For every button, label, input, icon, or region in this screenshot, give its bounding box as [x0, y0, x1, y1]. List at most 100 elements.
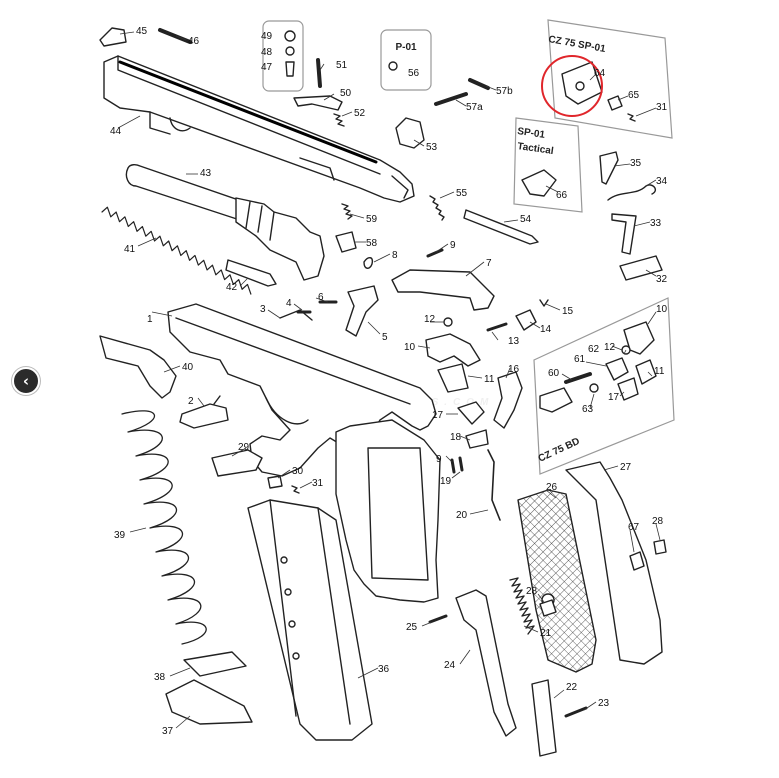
callout-17b: 17	[608, 392, 620, 403]
callout-32: 32	[656, 274, 668, 285]
part-36-magazine-shape	[247, 499, 373, 741]
callout-62: 62	[588, 344, 600, 355]
part-23-shape	[564, 706, 588, 718]
callout-59: 59	[366, 214, 378, 225]
part-11a-shape	[437, 363, 469, 393]
callout-63: 63	[582, 404, 594, 415]
callout-3: 3	[260, 304, 266, 315]
part-17a-shape	[457, 401, 485, 425]
callout-52: 52	[354, 108, 366, 119]
highlight-circle-part-64	[541, 55, 603, 117]
part-20-shape	[487, 449, 501, 521]
callout-2: 2	[188, 396, 194, 407]
part-43-barrel-shape	[125, 163, 325, 281]
callout-46: 46	[188, 36, 200, 47]
box-47-49	[262, 20, 304, 92]
callout-13: 13	[508, 336, 520, 347]
callout-19: 19	[440, 476, 452, 487]
part-3-shape	[279, 309, 313, 321]
callout-1: 1	[147, 314, 153, 325]
callout-30: 30	[292, 466, 304, 477]
box-cz75-bd: CZ 75 BD	[533, 297, 675, 475]
box-cz75-sp01-title: CZ 75 SP-01	[547, 34, 606, 55]
callout-28b: 28	[526, 586, 538, 597]
part-52-shape	[333, 113, 345, 127]
part-11b-shape	[635, 359, 657, 385]
part-49-shape	[284, 30, 296, 42]
part-59-shape	[341, 203, 353, 220]
part-2-pin-shape	[213, 395, 221, 405]
callout-25: 25	[406, 622, 418, 633]
part-24-shape	[455, 589, 517, 737]
callout-43: 43	[200, 168, 212, 179]
callout-11a: 11	[484, 374, 495, 385]
callout-55: 55	[456, 188, 468, 199]
callout-40: 40	[182, 362, 194, 373]
previous-image-button[interactable]: ‹	[12, 367, 40, 395]
callout-60: 60	[548, 368, 560, 379]
callout-31b: 31	[656, 102, 668, 113]
callout-18: 18	[450, 432, 462, 443]
part-45-shape	[99, 27, 127, 47]
part-47-shape	[285, 61, 295, 77]
callout-12a: 12	[424, 314, 436, 325]
chevron-left-icon: ‹	[22, 371, 30, 390]
part-61-shape	[605, 357, 629, 381]
part-27-shape	[565, 461, 663, 665]
callout-4: 4	[286, 298, 292, 309]
part-31a-shape	[291, 485, 300, 494]
callout-10b: 10	[656, 304, 668, 315]
part-25-shape	[428, 614, 448, 624]
callout-48: 48	[261, 47, 273, 58]
part-22-shape	[531, 679, 557, 757]
callout-9a: 9	[450, 240, 456, 251]
part-55-shape	[429, 195, 445, 221]
part-1-frame-shape	[167, 303, 441, 603]
part-51-shape	[316, 58, 322, 88]
part-13-shape	[486, 322, 508, 332]
callout-34: 34	[656, 176, 668, 187]
callout-8: 8	[392, 250, 398, 261]
callout-41: 41	[124, 244, 136, 255]
part-65-shape	[607, 95, 623, 111]
part-57b-shape	[468, 78, 490, 90]
part-9b-19-shape	[450, 456, 464, 474]
part-56-shape	[388, 61, 398, 71]
part-7-shape	[391, 269, 495, 311]
callout-12b: 12	[604, 342, 616, 353]
callout-66: 66	[556, 190, 568, 201]
callout-58: 58	[366, 238, 378, 249]
part-15-shape	[539, 299, 549, 307]
callout-47: 47	[261, 62, 273, 73]
callout-57b: 57b	[496, 86, 513, 97]
part-21-shape	[509, 577, 535, 635]
callout-31a: 31	[312, 478, 324, 489]
part-16-shape	[493, 371, 523, 429]
part-9-shape	[426, 248, 444, 258]
part-48-shape	[285, 46, 295, 56]
callout-5: 5	[382, 332, 388, 343]
callout-20: 20	[456, 510, 468, 521]
callout-64: 64	[594, 68, 606, 79]
part-2-shape	[179, 403, 229, 429]
part-14-shape	[515, 309, 537, 331]
part-39-spring-shape	[121, 410, 207, 645]
callout-61: 61	[574, 354, 586, 365]
part-66-shape	[521, 169, 557, 197]
callout-36: 36	[378, 664, 390, 675]
callout-39: 39	[114, 530, 126, 541]
callout-67: 67	[628, 522, 640, 533]
callout-9b: 9	[436, 454, 442, 465]
part-50-shape	[293, 95, 343, 111]
callout-21: 21	[540, 628, 552, 639]
callout-38: 38	[154, 672, 166, 683]
callout-37: 37	[162, 726, 174, 737]
box-p01-title: P-01	[395, 42, 417, 53]
callout-35: 35	[630, 158, 642, 169]
callout-22: 22	[566, 682, 578, 693]
box-sp01-tactical-line1: SP-01	[517, 126, 546, 141]
callout-28a: 28	[652, 516, 664, 527]
part-34-shape	[607, 184, 656, 201]
part-63-shape	[589, 383, 599, 393]
